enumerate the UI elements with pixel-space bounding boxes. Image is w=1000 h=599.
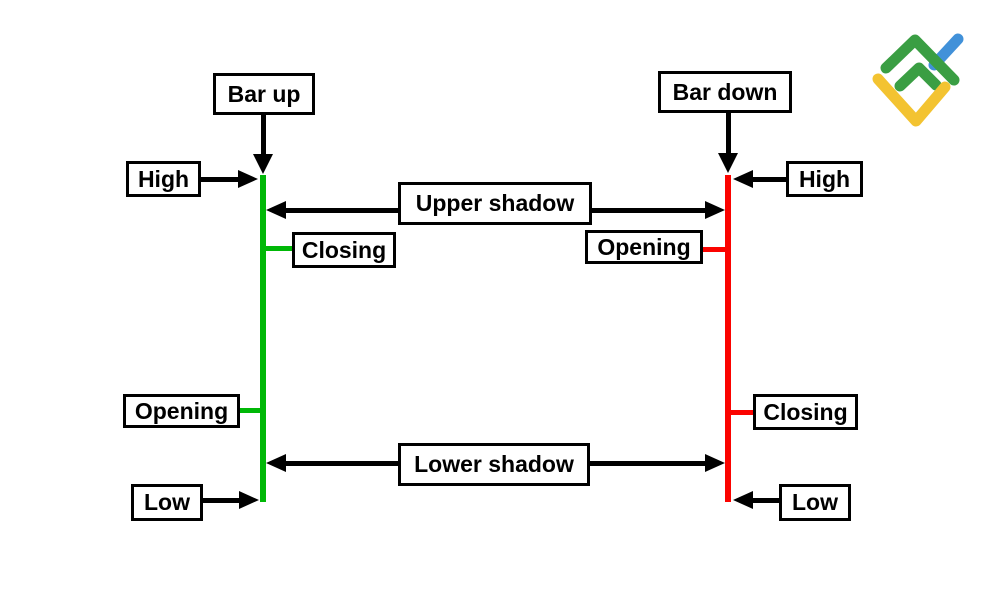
bar-down-closing-tick <box>731 410 754 415</box>
bar-up-opening-tick <box>238 408 261 413</box>
bar-down-opening-tick <box>702 247 726 252</box>
lower-shadow-label: Lower shadow <box>398 443 590 486</box>
low-left-label: Low <box>131 484 203 521</box>
opening-right-label: Opening <box>585 230 703 264</box>
brand-logo-chart-check-icon <box>872 33 964 127</box>
arrowhead-left-icon <box>733 170 753 188</box>
arrowhead-right-icon <box>239 491 259 509</box>
arrowhead-right-icon <box>238 170 258 188</box>
high-left-label: High <box>126 161 201 197</box>
logo-yellow-check <box>872 73 951 127</box>
low-right-label: Low <box>779 484 851 521</box>
opening-left-label: Opening <box>123 394 240 428</box>
closing-left-label: Closing <box>292 232 396 268</box>
arrowhead-down-icon <box>718 153 738 173</box>
bar-up-closing-tick <box>266 246 293 251</box>
logo-green-small-chevron <box>894 62 942 92</box>
logo-green-chevron <box>880 34 960 86</box>
closing-right-label: Closing <box>753 394 858 430</box>
bar-up-price-bar <box>260 175 266 502</box>
bar-up-label: Bar up <box>213 73 315 115</box>
upper-shadow-label: Upper shadow <box>398 182 592 225</box>
arrowhead-right-icon <box>705 201 725 219</box>
arrowhead-left-icon <box>733 491 753 509</box>
bar-down-price-bar <box>725 175 731 502</box>
high-right-label: High <box>786 161 863 197</box>
bar-down-label: Bar down <box>658 71 792 113</box>
arrowhead-left-icon <box>266 201 286 219</box>
arrowhead-down-icon <box>253 154 273 174</box>
arrowhead-right-icon <box>705 454 725 472</box>
arrowhead-left-icon <box>266 454 286 472</box>
